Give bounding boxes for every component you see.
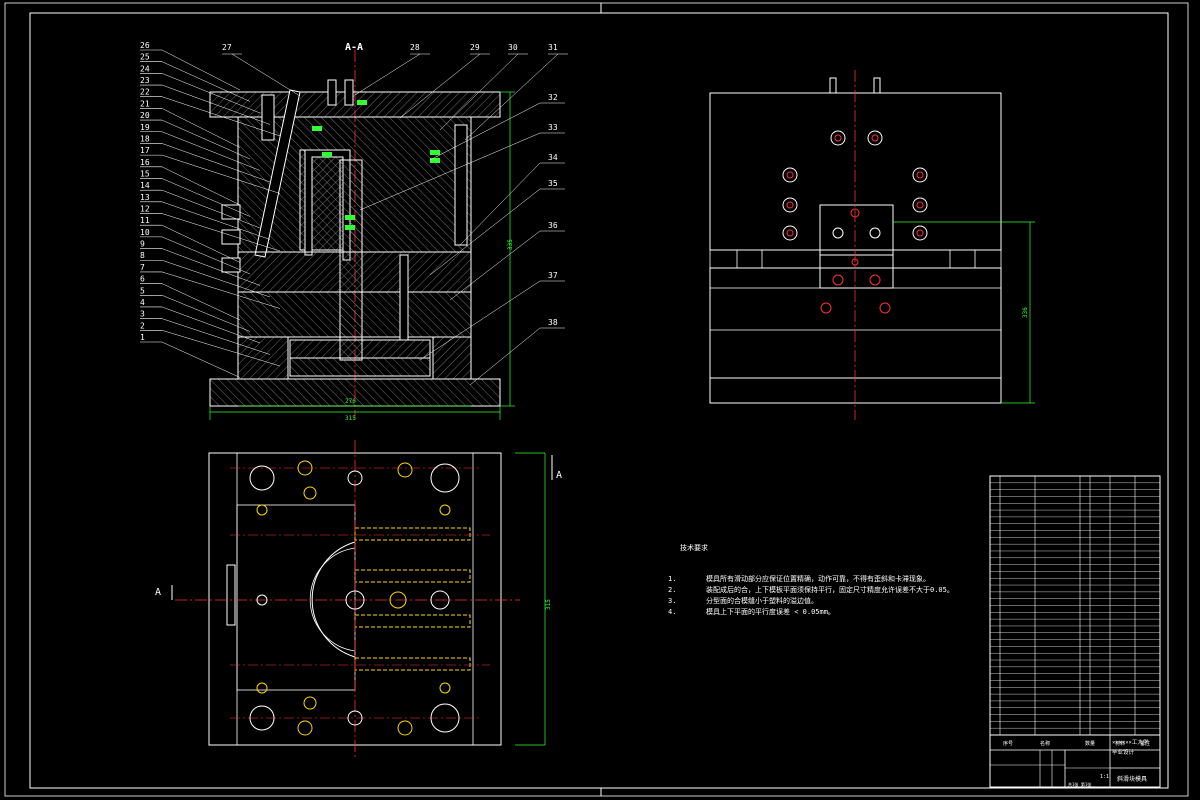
part-number-label: 12 [140,205,150,214]
view-arrow-label: A [556,470,562,481]
part-number-label: 7 [140,263,145,272]
part-number-label: 36 [548,221,558,230]
part-number-label: 35 [548,179,558,188]
part-number-label: 15 [140,169,150,178]
part-number-label: 1 [140,333,145,342]
technical-note-number: 4. [668,608,677,616]
part-number-label: 6 [140,275,145,284]
part-number-label: 34 [548,153,558,162]
part-number-label: 4 [140,298,145,307]
title-sheet: 共1张 第1张 [1068,781,1091,787]
title-scale: 1:1 [1100,774,1109,780]
bom-table [990,482,1160,729]
sheet-outer-border [4,2,1189,797]
part-number-label: 29 [470,43,480,52]
part-number-label: 11 [140,216,150,225]
part-number-label: 8 [140,251,145,260]
dim-height-side: 336 [1022,307,1029,318]
dim-width-inner: 276 [345,398,356,405]
part-number-label: 37 [548,271,558,280]
part-number-label: 30 [508,43,518,52]
part-number-label: 14 [140,181,150,190]
technical-note-item: 2. 装配成后的合，上下模板平面须保持平行，固定尺寸精度允许误差不大于0.05。 [668,587,954,594]
technical-note-text: 分型面的合模缝小于塑料的溢边值。 [706,597,818,605]
part-number-label: 32 [548,93,558,102]
part-number-label: 38 [548,318,558,327]
technical-note-text: 装配成后的合，上下模板平面须保持平行，固定尺寸精度允许误差不大于0.05。 [706,586,954,594]
part-number-label: 9 [140,240,145,249]
part-number-label: 22 [140,88,150,97]
part-number-label: 24 [140,64,150,73]
technical-note-number: 1. [668,575,677,583]
part-number-label: 20 [140,111,150,120]
bom-header-cell: 序号 [1003,740,1013,747]
part-number-label: 19 [140,123,150,132]
part-number-label: 21 [140,99,150,108]
technical-note-item: 3. 分型面的合模缝小于塑料的溢边值。 [668,598,818,605]
part-number-labels-left: 2625242322212019181716151413121110987654… [140,41,281,378]
technical-note-number: 3. [668,597,677,605]
sheet-inner-border [29,12,1169,789]
technical-notes-title: 技术要求 [680,544,708,552]
part-number-label: 33 [548,123,558,132]
part-number-label: 28 [410,43,420,52]
part-number-label: 25 [140,53,150,62]
part-number-label: 17 [140,146,150,155]
part-number-label: 13 [140,193,150,202]
part-number-label: 26 [140,41,150,50]
technical-note-text: 模具上下平面的平行度误差 < 0.05mm。 [706,608,835,616]
bom-header-cell: 材料 [1115,740,1125,747]
technical-note-number: 2. [668,586,677,594]
dim-width-outer: 315 [345,415,356,422]
part-number-label: 2 [140,321,145,330]
part-number-label: 10 [140,228,150,237]
plan-view: 315 A A [155,440,562,760]
part-number-label: 27 [222,43,232,52]
technical-note-text: 模具所有滑动部分应保证位置精确，动作可靠，不得有歪斜和卡滞现象。 [706,575,930,583]
section-label: A-A [345,42,363,53]
technical-note-item: 4. 模具上下平面的平行度误差 < 0.05mm。 [668,609,835,616]
part-number-label: 3 [140,310,145,319]
section-arrow-label: A [155,587,161,598]
part-number-label: 16 [140,158,150,167]
technical-note-item: 1. 模具所有滑动部分应保证位置精确，动作可靠，不得有歪斜和卡滞现象。 [668,576,930,583]
section-view-a-a: 276 315 335 A-A 262524232221201918171615… [140,41,568,422]
side-view: 336 [709,70,1035,420]
bom-header-cell: 备注 [1140,740,1150,747]
bom-header-cell: 名称 [1040,740,1050,747]
part-number-label: 18 [140,134,150,143]
part-number-label: 23 [140,76,150,85]
part-number-labels-right: 32 33 34 35 36 37 38 [359,93,565,386]
bom-header-row: 序号 名称 数量 材料 备注 [1003,740,1150,747]
title-school: ××××××工大学 [1112,738,1149,746]
dim-height-plan: 315 [545,599,552,610]
part-number-label: 31 [548,43,558,52]
part-number-label: 5 [140,286,145,295]
part-number-labels-top: 27 28 29 30 31 [222,43,568,141]
dim-height-section: 335 [507,239,514,250]
title-project: 毕业设计 [1112,748,1135,756]
title-block: 序号 名称 数量 材料 备注 ××××××工大学 毕业设计 斜滑块模具 1:1 共1张 … [989,475,1161,788]
title-drawing-name: 斜滑块模具 [1117,775,1147,783]
bom-header-cell: 数量 [1085,740,1095,747]
